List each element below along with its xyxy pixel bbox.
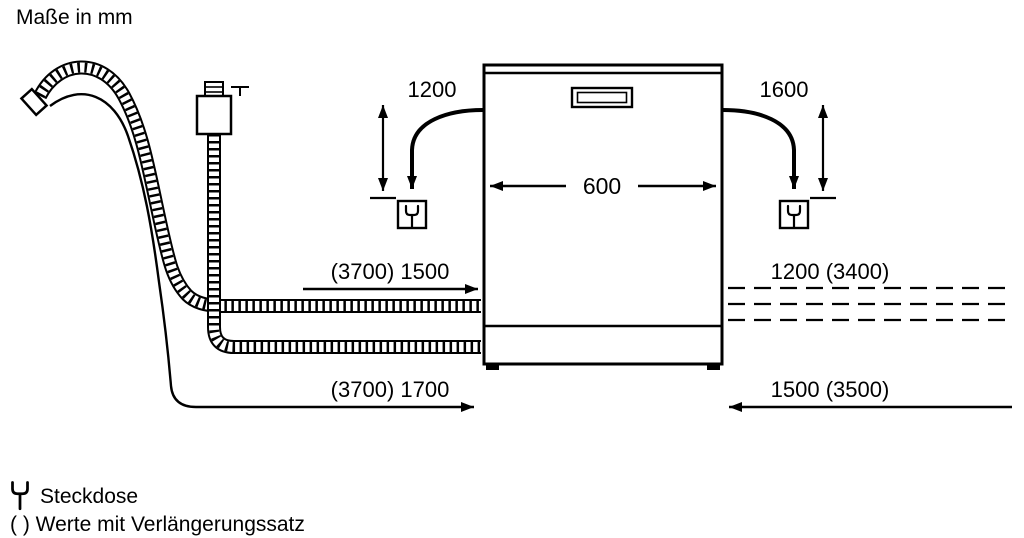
dim-cord-left-label: (3700) 1700 [331, 377, 450, 402]
dim-socket-right-label: 1600 [760, 77, 809, 102]
hoses-right-dashed [728, 286, 1012, 322]
socket-left [396, 199, 428, 230]
cable-to-socket-right [722, 108, 799, 189]
socket-right [778, 199, 810, 230]
foot-left [486, 364, 499, 370]
dimension-socket-right [810, 105, 836, 200]
cable-to-socket-left [407, 108, 484, 189]
power-cord [49, 93, 474, 412]
drain-hose [19, 67, 481, 306]
legend: Steckdose ( ) Werte mit Verlängerungssat… [10, 481, 305, 536]
legend-extension-note: ( ) Werte mit Verlängerungssatz [10, 513, 305, 536]
drain-hose-end-fitting [19, 87, 49, 117]
dim-hose-right-mid-label: 1200 (3400) [771, 259, 890, 284]
appliance-outline [482, 63, 724, 370]
dim-socket-left-label: 1200 [408, 77, 457, 102]
dim-hose-left-label: (3700) 1500 [331, 259, 450, 284]
diagram-title: Maße in mm [16, 6, 133, 29]
dim-hose-right-bottom-label: 1500 (3500) [771, 377, 890, 402]
supply-hose [214, 134, 481, 347]
dim-width-label: 600 [583, 173, 621, 199]
legend-socket-label: Steckdose [40, 485, 138, 508]
dimension-socket-left [370, 105, 396, 200]
aquastop-valve [195, 81, 249, 136]
foot-right [707, 364, 720, 370]
socket-legend-icon [11, 481, 29, 511]
